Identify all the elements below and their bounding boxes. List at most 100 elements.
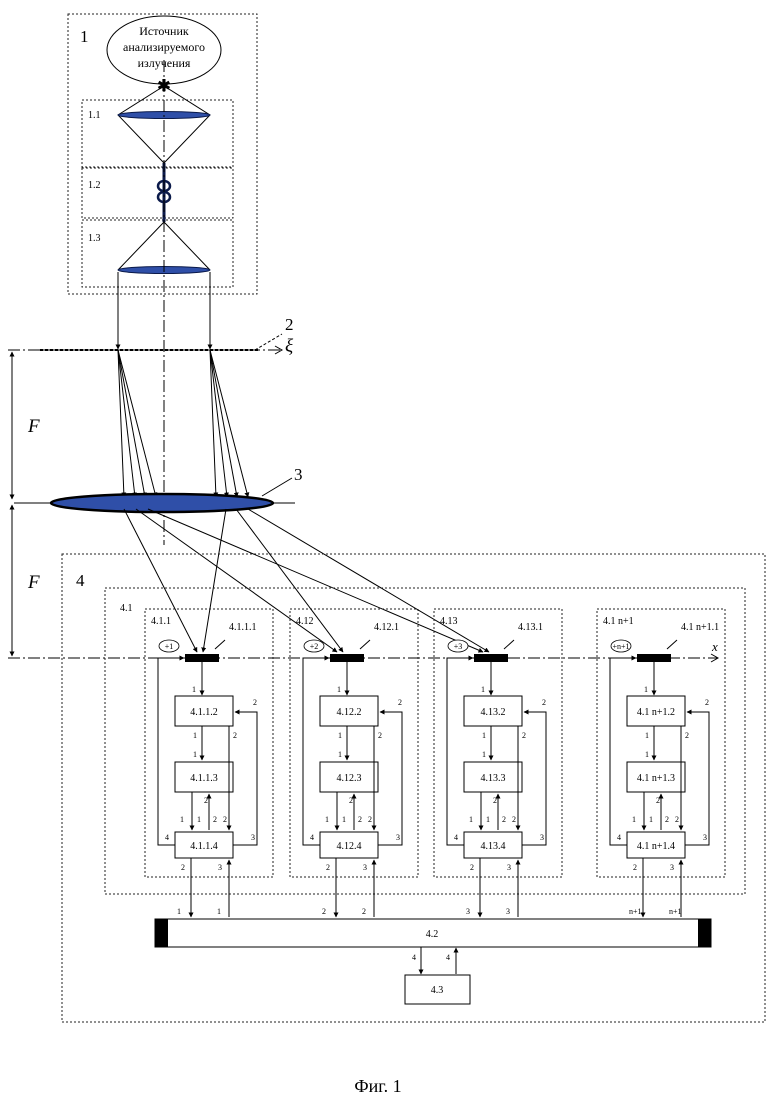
pin-label: 1 [342, 815, 346, 824]
mask-label: 2 [285, 315, 294, 334]
pin-label: 1 [486, 815, 490, 824]
controller-label: 4.3 [431, 985, 444, 996]
block-b3-label: 4.1 n+1.3 [637, 773, 675, 784]
pin-label: 1 [469, 815, 473, 824]
sensor-label: 4.1 n+1.1 [681, 622, 719, 633]
block-b2-label: 4.13.2 [481, 707, 506, 718]
pin-label: 1 [644, 685, 648, 694]
channels-group: 4.1.14.1.1.1+14.1.1.24.1.1.34.1.1.412121… [145, 609, 725, 917]
pin-label: 1 [325, 815, 329, 824]
fourier-lens [51, 494, 273, 512]
pin-label: n+1 [669, 907, 682, 916]
channel-group-label: 4.1.1 [151, 616, 171, 627]
block-b4-label: 4.12.4 [337, 841, 362, 852]
pin-label: 2 [398, 698, 402, 707]
pin-label: 3 [703, 833, 707, 842]
pin-label: 1 [217, 907, 221, 916]
pin-label: 2 [656, 796, 660, 805]
pin-label: 3 [218, 863, 222, 872]
order-label: +3 [454, 642, 463, 651]
pin-label: 2 [322, 907, 326, 916]
order-label: +1 [165, 642, 174, 651]
lens-leader [262, 478, 292, 496]
block-b2-label: 4.12.2 [337, 707, 362, 718]
pin-label: 1 [338, 750, 342, 759]
channel-group-label: 4.13 [440, 616, 458, 627]
source-line-2: анализируемого [123, 40, 205, 54]
block-b2-label: 4.1 n+1.2 [637, 707, 675, 718]
pin-label: 2 [223, 815, 227, 824]
pin-label: 3 [466, 907, 470, 916]
pin-label: 2 [368, 815, 372, 824]
pin-label: 1 [632, 815, 636, 824]
focused-rays-to-sensors [124, 509, 489, 652]
pin-label: 2 [362, 907, 366, 916]
pin-label: 1 [192, 685, 196, 694]
ctrl-pin-in: 4 [446, 953, 450, 962]
pin-label: 2 [470, 863, 474, 872]
pin-label: 1 [645, 750, 649, 759]
order-label: +n+1 [612, 642, 629, 651]
sensor-leader [667, 640, 677, 649]
pin-label: 2 [378, 731, 382, 740]
sensor-leader [360, 640, 370, 649]
pin-label: 2 [522, 731, 526, 740]
channel-group-label: 4.12 [296, 616, 314, 627]
pin-label: 2 [349, 796, 353, 805]
pin-label: 2 [542, 698, 546, 707]
block-b3-label: 4.12.3 [337, 773, 362, 784]
pin-label: 1 [197, 815, 201, 824]
sensor-label: 4.13.1 [518, 622, 543, 633]
pin-label: 1 [649, 815, 653, 824]
unit-label: 4.1 [120, 603, 133, 614]
xi-label: ξ [285, 336, 294, 357]
pin-label: 3 [670, 863, 674, 872]
pin-label: 2 [326, 863, 330, 872]
pin-label: 2 [233, 731, 237, 740]
order-label: +2 [310, 642, 319, 651]
pin-label: 1 [177, 907, 181, 916]
block-b4-label: 4.13.4 [481, 841, 506, 852]
pin-label: 2 [493, 796, 497, 805]
block-b4-label: 4.1 n+1.4 [637, 841, 675, 852]
photodetector [474, 654, 508, 662]
pin-label: 1 [193, 731, 197, 740]
sensor-label: 4.1.1.1 [229, 622, 257, 633]
pin-label: 1 [193, 750, 197, 759]
sensor-label: 4.12.1 [374, 622, 399, 633]
pin-label: 2 [204, 796, 208, 805]
pin-label: 1 [481, 685, 485, 694]
pin-label: 4 [165, 833, 169, 842]
diffracted-rays-to-lens [118, 350, 248, 497]
subblock-1-3-label: 1.3 [88, 233, 101, 244]
subblock-1-2-frame [82, 168, 233, 218]
pin-label: 2 [358, 815, 362, 824]
pin-label: 3 [540, 833, 544, 842]
block-b2-label: 4.1.1.2 [190, 707, 218, 718]
pin-label: 2 [633, 863, 637, 872]
subblock-1-2-label: 1.2 [88, 180, 101, 191]
pin-label: 4 [454, 833, 458, 842]
pin-label: 2 [181, 863, 185, 872]
pin-label: 2 [502, 815, 506, 824]
ctrl-pin-out: 4 [412, 953, 416, 962]
pin-label: 1 [482, 750, 486, 759]
pin-label: 2 [213, 815, 217, 824]
photodetector [637, 654, 671, 662]
focal-label-lower: F [27, 572, 40, 593]
x-axis-label: x [711, 639, 718, 654]
bus-label: 4.2 [426, 929, 439, 940]
pin-label: 2 [253, 698, 257, 707]
source-line-1: Источник [139, 24, 189, 38]
subblock-1-1-label: 1.1 [88, 110, 101, 121]
pin-label: 4 [310, 833, 314, 842]
pin-label: 3 [363, 863, 367, 872]
pin-label: 2 [512, 815, 516, 824]
pin-label: 2 [665, 815, 669, 824]
lens-label: 3 [294, 465, 303, 484]
bus-end-right [698, 919, 711, 947]
photodetector [330, 654, 364, 662]
pin-label: 1 [180, 815, 184, 824]
block-b4-label: 4.1.1.4 [190, 841, 218, 852]
